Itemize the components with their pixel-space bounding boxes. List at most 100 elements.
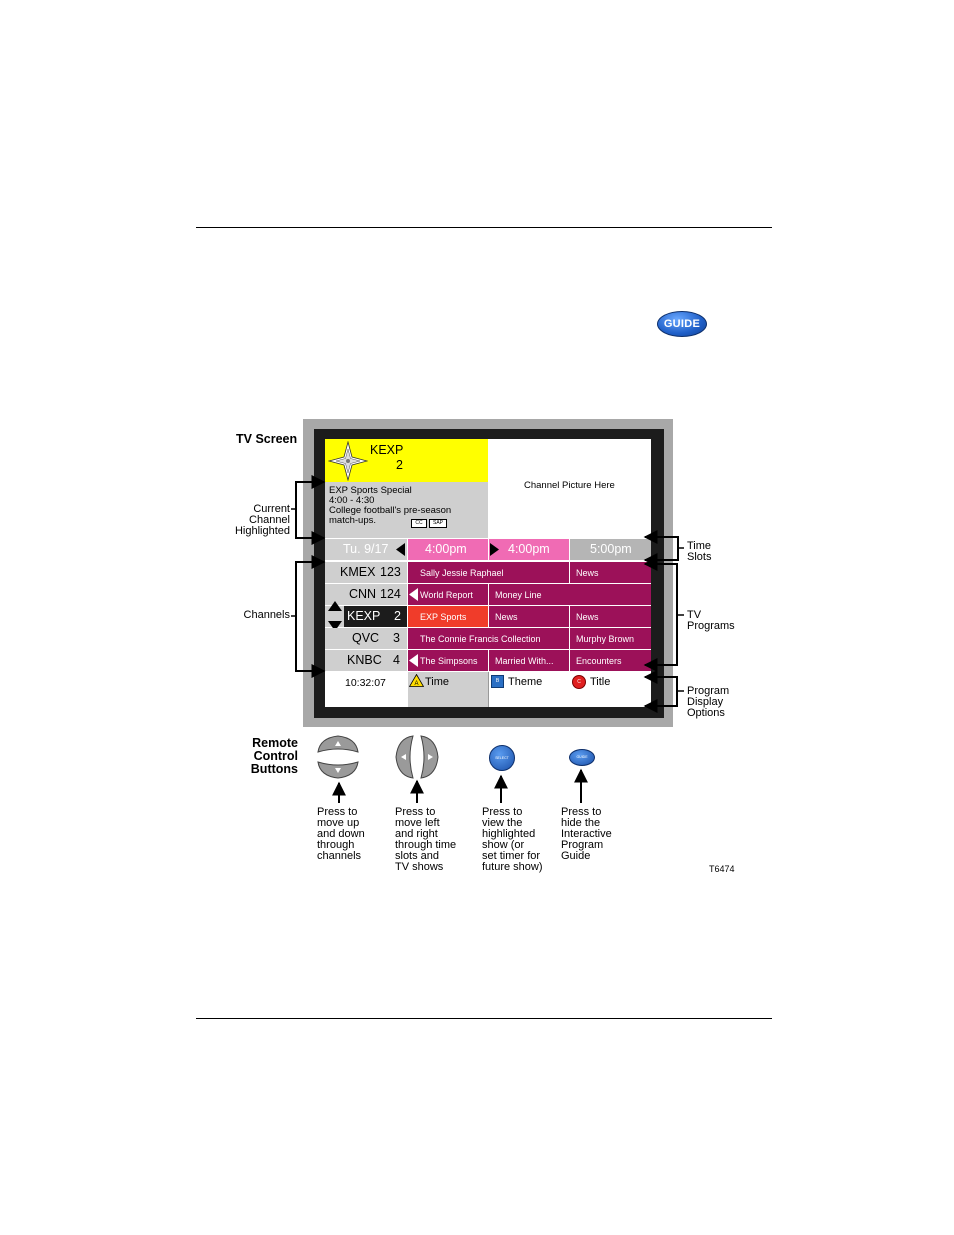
callout-line: Channel bbox=[249, 514, 290, 526]
date-cell bbox=[325, 539, 407, 560]
caption-line: and down bbox=[317, 828, 365, 840]
callout-line: Programs bbox=[687, 620, 735, 632]
tv-screen-label: TV Screen bbox=[236, 432, 298, 446]
channel-number: 4 bbox=[393, 653, 400, 667]
left-right-buttons-icon bbox=[395, 735, 439, 779]
program-cell[interactable]: Money Line bbox=[489, 584, 651, 605]
caption-line: view the bbox=[482, 817, 523, 829]
program-cell[interactable]: Married With... bbox=[489, 650, 569, 671]
remote-title: Remote Control Buttons bbox=[222, 737, 298, 776]
svg-text:A: A bbox=[414, 681, 418, 687]
up-down-buttons-icon bbox=[317, 735, 359, 779]
figure-id: T6474 bbox=[709, 864, 735, 874]
caption-line: Guide bbox=[561, 850, 591, 862]
channel-name: KNBC bbox=[347, 653, 382, 667]
program-title: EXP Sports Special bbox=[329, 485, 412, 496]
channel-row-selected[interactable]: KEXP 2 bbox=[344, 606, 407, 627]
channel-row[interactable]: KMEX 123 bbox=[325, 562, 407, 583]
time-slot-3[interactable] bbox=[570, 539, 651, 560]
callout-program-display: Program Display Options bbox=[687, 686, 729, 719]
channel-name: KMEX bbox=[340, 565, 376, 579]
caption-line: move up bbox=[317, 817, 360, 829]
top-rule bbox=[196, 227, 772, 228]
caption-line: set timer for bbox=[482, 850, 541, 862]
program-cell[interactable]: News bbox=[570, 606, 651, 627]
channel-call-sign: KEXP bbox=[370, 443, 404, 457]
callout-tv-programs: TV Programs bbox=[687, 610, 735, 632]
channel-number: 3 bbox=[393, 631, 400, 645]
time-slot-1[interactable] bbox=[408, 539, 488, 560]
caption-guide: Press to hide the Interactive Program Gu… bbox=[561, 807, 612, 862]
caption-line: Press to bbox=[317, 806, 358, 818]
compass-logo-icon bbox=[328, 441, 368, 481]
program-cell[interactable]: Murphy Brown bbox=[570, 628, 651, 649]
channel-row[interactable]: KNBC 4 bbox=[325, 650, 407, 671]
guide-button-icon: GUIDE bbox=[657, 311, 707, 337]
option-b-square-icon: B bbox=[491, 675, 504, 688]
option-theme-label[interactable]: Theme bbox=[508, 676, 543, 688]
caption-line: Press to bbox=[561, 806, 602, 818]
channel-row[interactable]: QVC 3 bbox=[325, 628, 407, 649]
caption-left-right: Press to move left and right through tim… bbox=[395, 807, 456, 873]
time-right-arrow-icon bbox=[490, 543, 499, 556]
program-cell[interactable]: World Report bbox=[408, 584, 488, 605]
program-cell-selected[interactable]: EXP Sports bbox=[408, 606, 488, 627]
program-info-panel bbox=[325, 482, 488, 538]
callout-line: Highlighted bbox=[234, 525, 290, 537]
program-cell[interactable]: The Simpsons bbox=[408, 650, 488, 671]
program-cell[interactable]: News bbox=[489, 606, 569, 627]
time-left-arrow-icon bbox=[396, 543, 405, 556]
caption-line: show (or bbox=[482, 839, 525, 851]
caption-line: slots and bbox=[395, 850, 440, 862]
program-cell[interactable]: Encounters bbox=[570, 650, 651, 671]
channel-name: CNN bbox=[349, 587, 377, 601]
channel-name: QVC bbox=[352, 631, 380, 645]
option-a-triangle-icon: A bbox=[409, 674, 424, 687]
option-time-label: Time bbox=[425, 676, 450, 688]
select-button-icon: SELECT bbox=[489, 745, 515, 771]
caption-line: move left bbox=[395, 817, 440, 829]
time-slot-2-label: 4:00pm bbox=[508, 542, 550, 556]
remote-title-line: Remote bbox=[252, 736, 298, 750]
callout-line: Program bbox=[687, 685, 730, 697]
time-slot-2[interactable] bbox=[489, 539, 569, 560]
channel-number: 124 bbox=[380, 587, 401, 601]
caption-line: Press to bbox=[395, 806, 436, 818]
callout-line: Time bbox=[687, 540, 712, 552]
callout-line: Display bbox=[687, 696, 724, 708]
sap-badge: SAP bbox=[429, 519, 447, 528]
time-slot-3-label: 5:00pm bbox=[590, 542, 632, 556]
caption-up-down: Press to move up and down through channe… bbox=[317, 807, 365, 862]
caption-line: TV shows bbox=[395, 861, 444, 873]
caption-line: and right bbox=[395, 828, 438, 840]
caption-line: channels bbox=[317, 850, 362, 862]
channel-name: KEXP bbox=[347, 609, 381, 623]
remote-title-line: Control bbox=[253, 749, 298, 763]
program-cell[interactable]: News bbox=[570, 562, 651, 583]
divider bbox=[488, 672, 489, 707]
callout-channels: Channels bbox=[243, 609, 290, 621]
callout-current-channel: Current Channel Highlighted bbox=[222, 504, 290, 537]
cc-badge: CC bbox=[411, 519, 427, 528]
option-time-cell[interactable] bbox=[408, 672, 488, 707]
caption-line: through time bbox=[395, 839, 457, 851]
channel-row[interactable]: CNN 124 bbox=[325, 584, 407, 605]
caption-line: future show) bbox=[482, 861, 543, 873]
program-continues-left-icon bbox=[409, 588, 418, 601]
caption-line: Program bbox=[561, 839, 604, 851]
channel-down-arrow-icon bbox=[328, 621, 342, 631]
channel-picture-area: Channel Picture Here bbox=[524, 480, 615, 491]
callout-time-slots: Time Slots bbox=[687, 541, 711, 563]
caption-line: Press to bbox=[482, 806, 523, 818]
caption-select: Press to view the highlighted show (or s… bbox=[482, 807, 543, 873]
program-cell[interactable]: Sally Jessie Raphael bbox=[408, 562, 569, 583]
date-label: Tu. 9/17 bbox=[343, 542, 389, 556]
option-title-label[interactable]: Title bbox=[590, 676, 611, 688]
program-continues-left-icon bbox=[409, 654, 418, 667]
caption-line: hide the bbox=[561, 817, 601, 829]
clock: 10:32:07 bbox=[345, 677, 386, 689]
program-cell[interactable]: The Connie Francis Collection bbox=[408, 628, 569, 649]
channel-number: 2 bbox=[394, 609, 401, 623]
caption-line: through bbox=[317, 839, 355, 851]
